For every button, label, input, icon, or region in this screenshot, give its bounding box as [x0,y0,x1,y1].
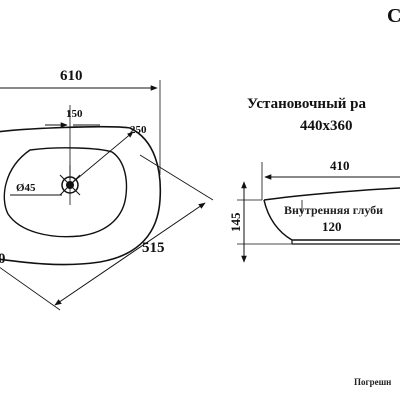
dim-515-ext-b [0,267,61,311]
dim-rim-radius: 250 [130,124,147,136]
rim-radius-leader [71,131,134,184]
dim-515-ext-a [139,154,214,201]
dim-height: 145 [228,212,243,232]
title-line-2: 440x360 [300,118,353,134]
footer-note: Погрешн [354,377,391,387]
dim-side-partial: 0 [0,251,6,267]
corner-glyph: C [387,5,400,27]
basin-side-bottom [263,199,400,241]
basin-side-profile [263,187,400,201]
dim-515-line [54,202,206,306]
depth-value: 120 [322,219,342,234]
dim-overall-width: 610 [60,68,83,84]
dim-drain-diameter: Ø45 [16,182,36,194]
title-line-1: Установочный ра [247,96,367,112]
dim-diagonal: 515 [142,240,165,256]
dim-drain-offset: 150 [66,108,83,120]
top-view: 610 150 250 Ø45 0 515 [0,68,214,311]
side-view: 410 145 Внутренняя глуби 120 [228,158,400,263]
depth-label: Внутренняя глуби [284,203,383,217]
dim-top-width: 410 [330,158,350,173]
